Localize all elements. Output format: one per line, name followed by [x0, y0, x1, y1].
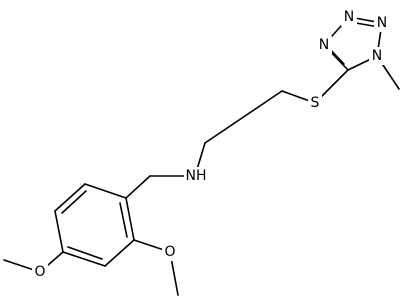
atom-o1: O: [162, 243, 178, 261]
bond-r5-r6-double: [61, 190, 87, 214]
bond-r4-r5: [54, 210, 64, 253]
bond-r3-r4: [62, 251, 106, 267]
atom-o2-label: O: [34, 264, 45, 280]
atom-n2-label: N: [344, 9, 354, 25]
atom-s-label: S: [311, 95, 320, 111]
bond-r5-r6: [54, 183, 86, 212]
atom-n1: N: [316, 36, 332, 54]
bond-ca-cb: [244, 90, 283, 117]
atom-n3: N: [374, 14, 390, 32]
bond-r6-r1: [84, 183, 127, 199]
bond-ch2-ring: [125, 175, 151, 199]
bond-cb-cc: [204, 115, 246, 144]
atom-nh: NH: [184, 167, 208, 185]
bond-r2-r3: [104, 239, 135, 267]
atom-o1-label: O: [164, 244, 175, 260]
atom-n4: N: [369, 47, 385, 65]
bond-r1-r2-double: [119, 202, 128, 238]
atom-nh-label: NH: [186, 168, 207, 184]
bond-r3-r4-double: [67, 246, 103, 260]
atom-n4-label: N: [372, 48, 382, 64]
atom-n3-label: N: [377, 15, 387, 31]
bond-r1-r2: [125, 197, 135, 241]
atom-n1-label: N: [319, 37, 329, 53]
atom-s: S: [308, 94, 322, 112]
atom-o2: O: [32, 263, 48, 281]
atom-n2: N: [341, 8, 357, 26]
